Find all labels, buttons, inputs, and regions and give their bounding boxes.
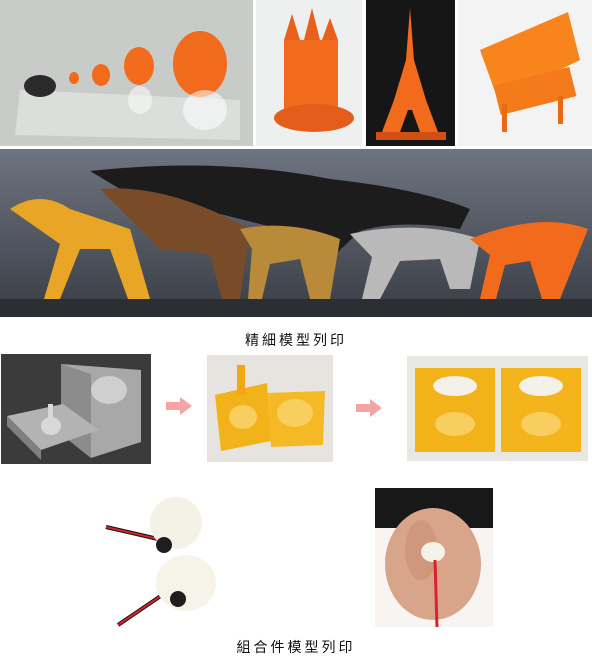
photo-eiffel-tower-print: [366, 0, 455, 146]
photo-earbud-worn-in-ear: [375, 488, 493, 627]
photo-assembled-resin-blocks: [407, 356, 588, 461]
photo-castle-print: [256, 0, 362, 146]
photo-trex-skull-scaled-prints: [0, 0, 253, 146]
caption-assembly-model-printing: 組合件模型列印: [236, 640, 356, 656]
photo-custom-earbud-prints: [98, 487, 244, 629]
arrow-right-icon: [356, 399, 382, 417]
caption-fine-model-printing: 精細模型列印: [245, 333, 347, 349]
photo-mold-cad-render: [1, 354, 151, 464]
photo-dinosaur-skeleton-prints: [0, 149, 592, 317]
photo-resin-mold-print: [207, 355, 333, 462]
photo-piano-print: [458, 0, 592, 146]
arrow-right-icon: [166, 397, 192, 415]
